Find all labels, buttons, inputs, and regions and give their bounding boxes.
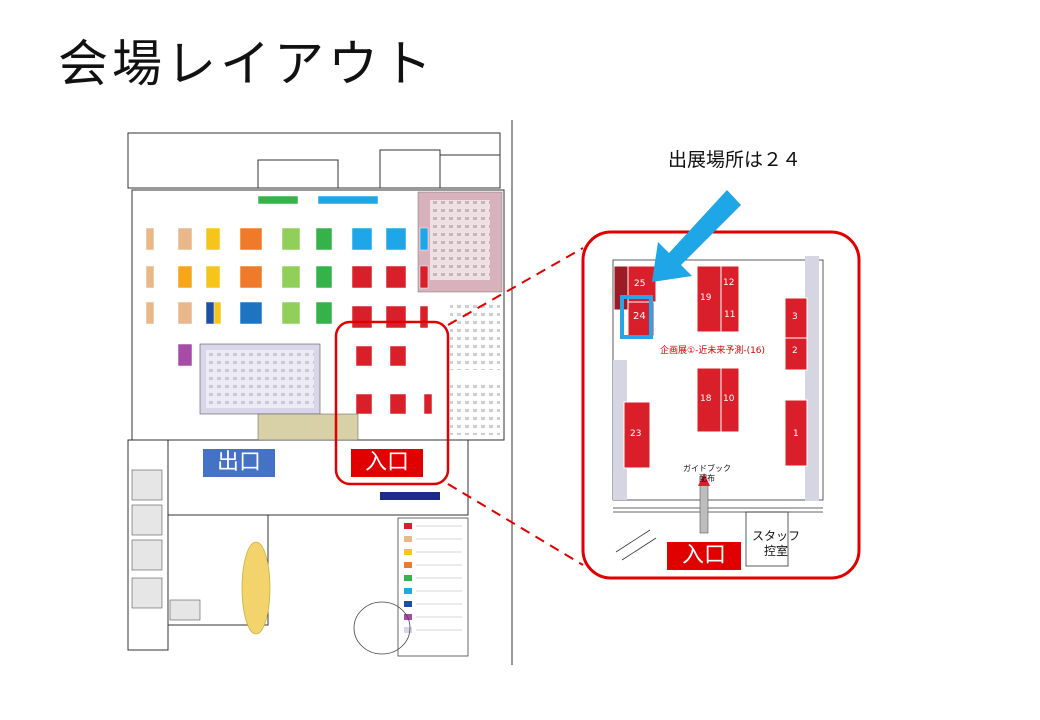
- booth-23-label: 23: [630, 429, 642, 439]
- staff-room-label: スタッフ 控室: [752, 529, 800, 559]
- guidebook-distribution-label: ガイドブック 配布: [683, 464, 731, 484]
- booth-1-label: 1: [793, 429, 799, 439]
- guidebook-label-line2: 配布: [699, 474, 715, 483]
- booth-25-label: 25: [634, 279, 646, 289]
- booth-12-label: 12: [723, 278, 735, 288]
- staff-room-label-line1: スタッフ: [752, 529, 801, 543]
- guidebook-label-line1: ガイドブック: [683, 464, 731, 473]
- booth-location-note: 出展場所は２４: [668, 149, 802, 171]
- page-title: 会場レイアウト: [58, 35, 436, 93]
- main-map-exit-label: 出口: [203, 449, 275, 477]
- booth-19-label: 19: [700, 293, 712, 303]
- booth-10-label: 10: [723, 394, 735, 404]
- zoom-area-title: 企画展①-近未来予測-(16): [660, 346, 766, 356]
- staff-room-label-line2: 控室: [764, 544, 789, 558]
- booth-2-label: 2: [792, 346, 798, 356]
- booth-24-label: 24: [633, 311, 646, 322]
- booth-3-label: 3: [792, 312, 798, 322]
- booth-18-label: 18: [700, 394, 712, 404]
- booth-11-label: 11: [724, 310, 736, 320]
- main-map-entrance-label: 入口: [351, 449, 423, 477]
- zoom-entrance-label: 入口: [667, 542, 741, 570]
